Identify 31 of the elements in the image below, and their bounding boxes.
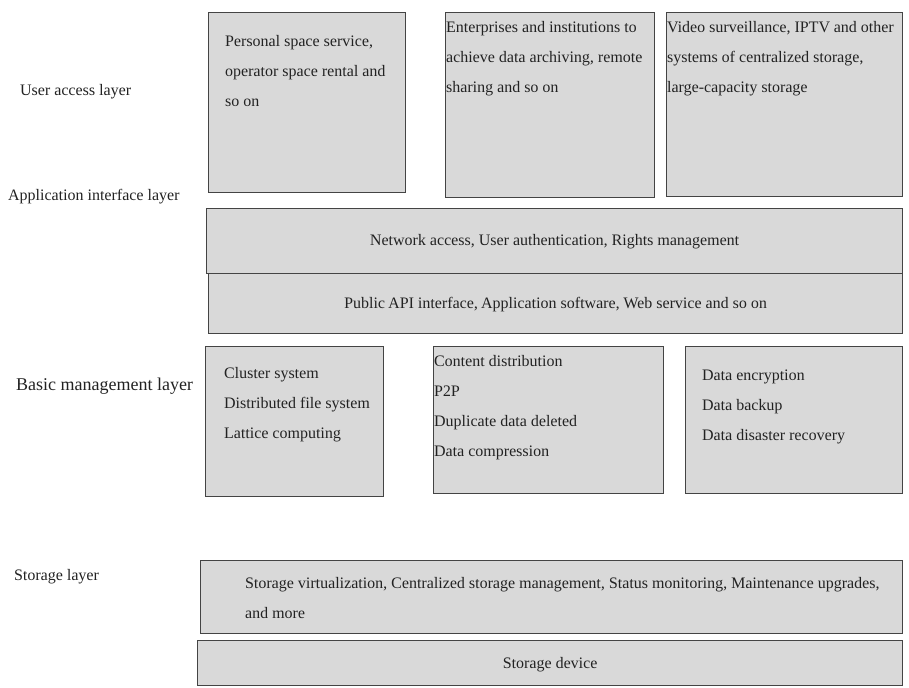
layer-label: Application interface layer — [8, 186, 180, 206]
list-item-text: P2P — [434, 382, 461, 402]
box-text: Video surveillance, IPTV and other systems of centralized storage, large-capacity storage — [667, 18, 895, 98]
layer-label: User access layer — [20, 81, 132, 101]
layer-box — [433, 346, 664, 494]
box-text: Storage device — [502, 654, 598, 674]
layer-label: Storage layer — [14, 566, 100, 586]
box-text: Personal space service, operator space rental and so on — [225, 32, 386, 112]
list-item-text: Data encryption — [702, 366, 806, 386]
list-item-text: Content distribution — [434, 352, 564, 372]
box-text: Storage virtualization, Centralized storage management, Status monitoring, Maintenance upgrades, and more — [245, 574, 880, 624]
layer-box — [445, 12, 655, 198]
layer-box — [666, 12, 903, 197]
list-item-text: Lattice computing — [224, 424, 342, 444]
layer-label: Basic management layer — [16, 373, 194, 396]
box-text: Enterprises and institutions to achieve data archiving, remote sharing and so on — [446, 18, 644, 98]
layer-box — [685, 346, 903, 494]
list-item-text: Duplicate data deleted — [434, 412, 578, 432]
layer-box — [205, 346, 384, 497]
box-text: Network access, User authentication, Rights management — [368, 231, 740, 251]
list-item-text: Data backup — [702, 396, 784, 416]
box-text: Public API interface, Application software, Web service and so on — [343, 294, 768, 314]
layer-box — [208, 273, 903, 334]
layer-box — [208, 12, 406, 193]
layer-box — [206, 208, 903, 274]
layer-box — [200, 560, 903, 634]
layer-box — [197, 640, 903, 686]
list-item-text: Distributed file system — [224, 394, 371, 414]
list-item-text: Data disaster recovery — [702, 426, 846, 446]
list-item-text: Cluster system — [224, 364, 320, 384]
list-item-text: Data compression — [434, 442, 550, 462]
